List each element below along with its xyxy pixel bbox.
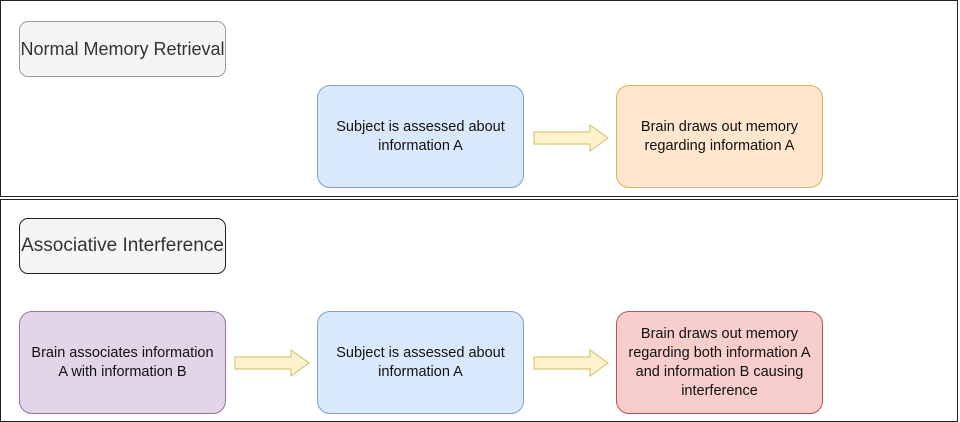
arrow-right-icon bbox=[533, 123, 610, 153]
node-brain-associates: Brain associates information A with info… bbox=[19, 311, 226, 414]
arrow-right-icon bbox=[533, 348, 610, 378]
normal-retrieval-panel: Normal Memory Retrieval Subject is asses… bbox=[0, 0, 958, 197]
node-subject-assessed: Subject is assessed about information A bbox=[317, 311, 524, 414]
arrow-right-icon bbox=[234, 348, 311, 378]
associative-interference-title: Associative Interference bbox=[19, 218, 226, 274]
node-brain-draws-both-interference: Brain draws out memory regarding both in… bbox=[616, 311, 823, 414]
associative-interference-panel: Associative Interference Brain associate… bbox=[0, 199, 958, 422]
node-subject-assessed: Subject is assessed about information A bbox=[317, 85, 524, 188]
normal-retrieval-title: Normal Memory Retrieval bbox=[19, 21, 226, 77]
node-brain-draws-memory-a: Brain draws out memory regarding informa… bbox=[616, 85, 823, 188]
